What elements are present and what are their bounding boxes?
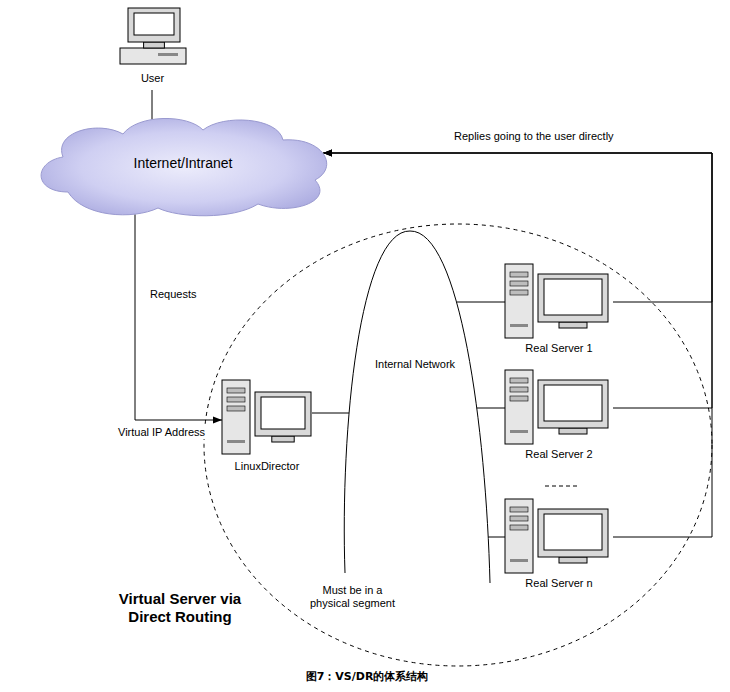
node-label: Virtual Server via Direct Routing xyxy=(105,590,255,626)
connector-line xyxy=(312,413,349,414)
figure-caption: 图7：VS/DR的体系结构 xyxy=(0,670,730,683)
connector-arrow xyxy=(323,153,712,302)
arch-outline xyxy=(300,228,495,620)
internal-network: Internal NetworkMust be in a physical se… xyxy=(300,228,495,620)
tower-case xyxy=(505,499,533,573)
connector-line xyxy=(488,537,505,538)
tower-case xyxy=(222,380,250,454)
desktop-box xyxy=(120,48,186,64)
connector-line xyxy=(152,90,153,119)
monitor xyxy=(128,8,180,48)
node-label: Real Server 1 xyxy=(505,342,613,355)
real-server: Real Server n xyxy=(505,497,613,593)
node-label: LinuxDirector xyxy=(207,460,327,473)
connector-arrow xyxy=(135,214,222,420)
real-server: Real Server 1 xyxy=(505,262,613,358)
edge-label: Requests xyxy=(148,288,198,301)
node-label: Real Server 2 xyxy=(505,448,613,461)
address-label: Virtual IP Address xyxy=(116,426,207,439)
connector-line xyxy=(477,408,505,409)
node-label: Internet/Intranet xyxy=(88,155,278,172)
monitor xyxy=(538,380,608,434)
monitor xyxy=(538,509,608,563)
real-server: Real Server 2 xyxy=(505,368,613,464)
node-label: Real Server n xyxy=(505,577,613,590)
edge-label: Replies going to the user directly xyxy=(452,130,616,143)
node-label: Internal Network xyxy=(360,358,470,371)
monitor xyxy=(255,392,311,442)
node-note: Must be in a physical segment xyxy=(305,584,400,610)
tower-case xyxy=(505,370,533,444)
node-label: User xyxy=(115,72,190,85)
director-computer: LinuxDirector xyxy=(222,376,312,476)
connector-arrow xyxy=(323,153,712,537)
connector-line xyxy=(457,302,505,303)
network-cloud: Internet/Intranet xyxy=(28,112,340,218)
monitor xyxy=(538,274,608,328)
connector-arrow xyxy=(323,153,712,408)
user-computer: User xyxy=(115,8,190,90)
tower-case xyxy=(505,264,533,338)
ellipsis-dashes xyxy=(545,486,580,487)
